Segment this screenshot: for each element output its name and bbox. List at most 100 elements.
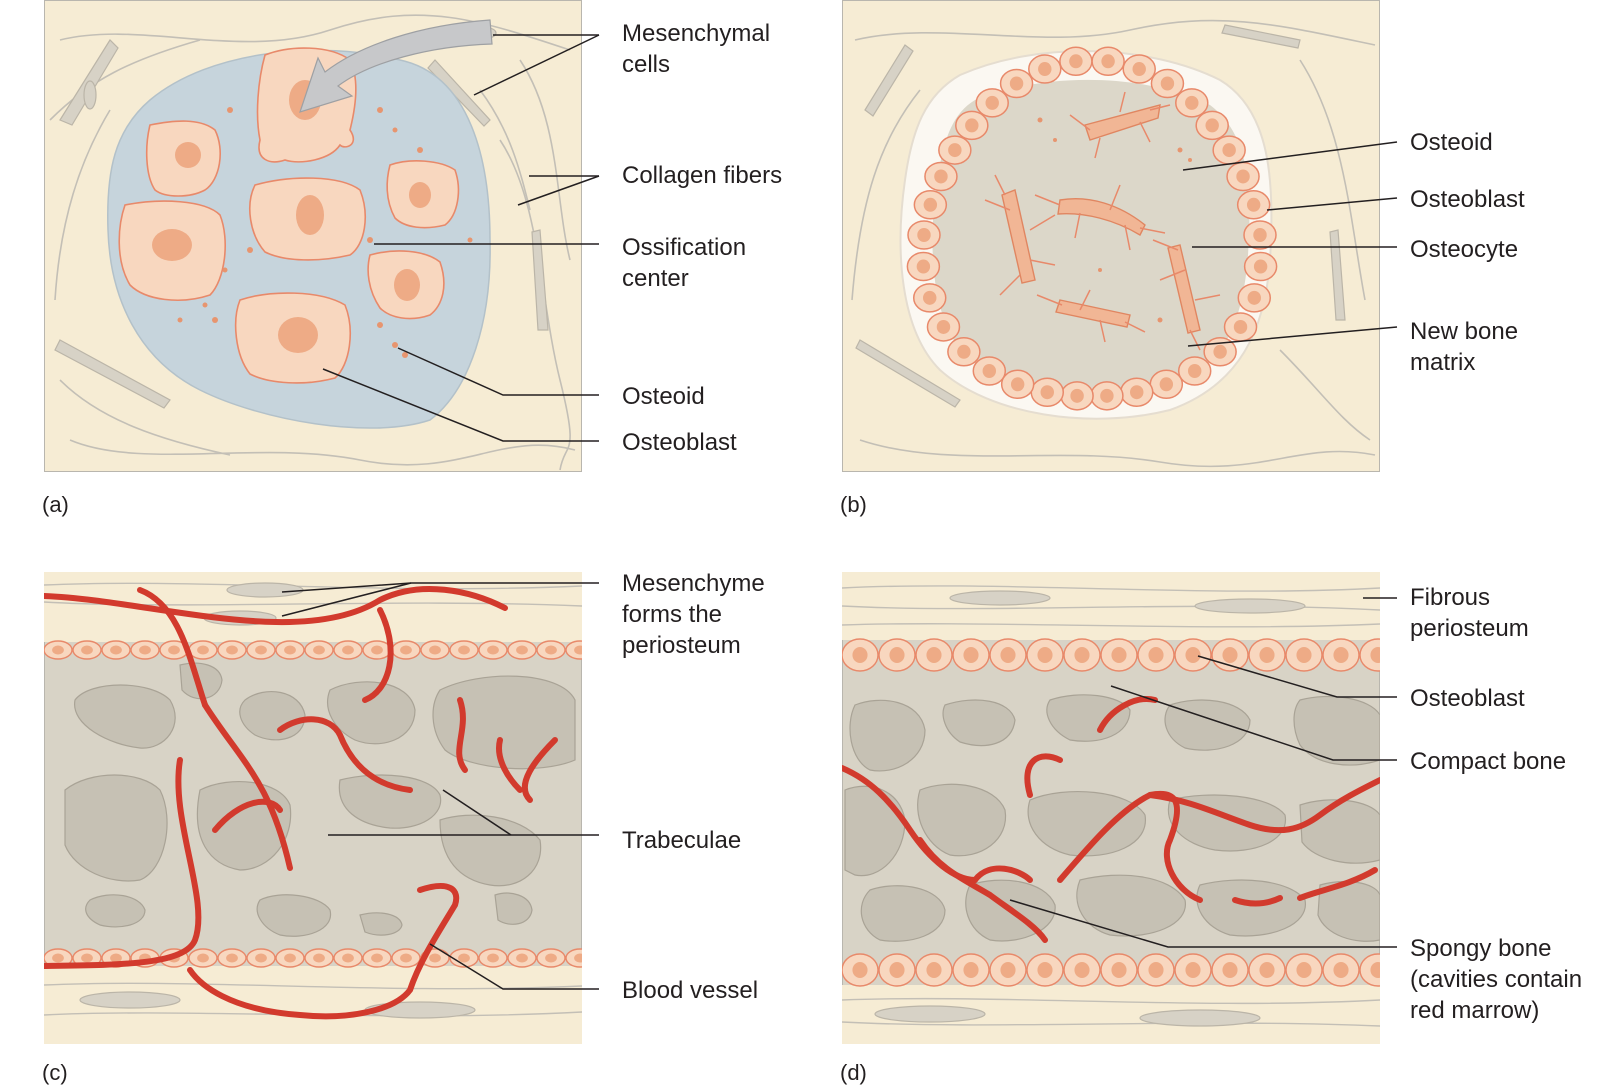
panel-d-illustration [842, 572, 1380, 1044]
osteoblast-nucleus [917, 228, 931, 242]
spongy-bone-cavities-d [844, 694, 1380, 942]
osteoblast-nucleus [957, 344, 971, 359]
blood-vessels-c [44, 586, 558, 1020]
osteoblast-nucleus [1213, 344, 1227, 359]
label-mesenchymal-cells: Mesenchymal cells [622, 20, 771, 78]
osteoblast-nucleus [1069, 54, 1083, 69]
new-bone-matrix-region [932, 79, 1250, 395]
collagen-fibers [49, 14, 576, 471]
osteoblast-nucleus [255, 953, 267, 963]
osteoblast-nucleus [574, 953, 582, 963]
osteoblast-nucleus [1111, 647, 1127, 663]
osteoblast-nucleus [1222, 962, 1238, 978]
osteoblast-nucleus [371, 953, 383, 963]
osteoblast-nucleus [982, 364, 997, 379]
mesenchymal-cell-shapes-b [855, 24, 1346, 408]
osteoblast-nucleus [1253, 228, 1267, 242]
panel-c-letter: (c) [42, 1060, 68, 1085]
label-collagen-fibers: Collagen fibers [622, 162, 783, 189]
panel-a-illustration [44, 0, 582, 472]
osteoblast-nucleus [1100, 388, 1114, 403]
osteoblast-nucleus [429, 645, 441, 655]
osteoblast-nucleus [923, 290, 937, 305]
osteoblast-nucleus [1187, 364, 1202, 379]
label-osteoblast-d: Osteoblast [1410, 685, 1525, 712]
osteoblast-nucleus [1101, 54, 1115, 69]
osteoblast-nucleus [487, 953, 499, 963]
osteoblast-nucleus [516, 953, 528, 963]
osteoblast-nucleus [1074, 647, 1090, 663]
collagen-fibers-b [851, 19, 1376, 468]
osteoblast-nucleus [458, 645, 470, 655]
osteoblast-nucleus [52, 953, 64, 963]
osteoid-particles-b [1037, 117, 1192, 323]
osteoblast-nucleus [1185, 95, 1199, 110]
osteoblast-nucleus [934, 169, 948, 184]
osteoblast-nucleus [1185, 647, 1201, 663]
label-osteoblast-a: Osteoblast [622, 429, 737, 456]
osteoblast-nucleus [889, 647, 905, 663]
osteoblast-nucleus [948, 143, 962, 158]
panel-d-leaders [1009, 597, 1397, 948]
osteoblast-nucleus [1246, 197, 1261, 212]
osteoblast-row-top-c [44, 640, 582, 660]
panel-b-illustration [842, 0, 1380, 472]
panel-b-leaders [1182, 141, 1398, 347]
osteoblast-nucleus [342, 645, 354, 655]
osteoblast-nucleus [1159, 377, 1174, 392]
osteoblast-nucleus [926, 647, 942, 663]
osteoblast-nucleus [168, 645, 180, 655]
osteoblast-nucleus [52, 645, 64, 655]
osteoblast-nucleus [197, 645, 209, 655]
osteoblast-nucleus [852, 647, 868, 663]
panel-a-letter: (a) [42, 492, 69, 517]
osteoblast-nucleus [81, 645, 93, 655]
osteoblast-nucleus [1070, 388, 1084, 403]
osteoblast-row-bottom-d [842, 953, 1380, 987]
osteoblast-nucleus [226, 953, 238, 963]
osteoblast-nucleus [284, 953, 296, 963]
osteoblast-nucleus [400, 953, 412, 963]
osteocytes [1001, 104, 1201, 334]
osteocyte-processes [984, 91, 1221, 351]
panel-c-leaders [281, 582, 599, 990]
osteoblast-nucleus [1296, 962, 1312, 978]
osteoblast-nucleus [1010, 377, 1025, 392]
osteoblast-nucleus [400, 645, 412, 655]
label-new-bone-matrix: New bone matrix [1410, 318, 1519, 376]
osteoblast-nucleus [1000, 962, 1016, 978]
osteoblast-nucleus [1247, 290, 1261, 305]
osteoblast-nucleus [923, 197, 938, 212]
osteoblast-cell [1359, 638, 1380, 672]
osteoblast-nucleus [110, 953, 122, 963]
osteoblast-ring [906, 46, 1278, 411]
osteoblast-nucleus [1130, 385, 1144, 400]
label-spongy-bone: Spongy bone (cavities contain red marrow… [1410, 935, 1583, 1024]
osteoblast-nucleus [1148, 647, 1164, 663]
osteoblast-nucleus [1253, 259, 1268, 274]
osteoblast-nucleus [1038, 62, 1052, 77]
panel-b-letter: (b) [840, 492, 867, 517]
osteoblast-nucleus [110, 645, 122, 655]
osteoblast-nucleus [1040, 385, 1054, 400]
osteoblast-nucleus [545, 645, 557, 655]
osteoblast-nucleus [965, 118, 979, 133]
blood-vessels-d [842, 696, 1380, 943]
osteoblast-nucleus [371, 645, 383, 655]
osteoblast-nucleus [1233, 319, 1248, 334]
osteoblast-nucleus [1222, 143, 1236, 158]
osteoblast-nucleus [1111, 962, 1127, 978]
osteoblast-nucleus [197, 953, 209, 963]
osteoblast-cell [565, 948, 582, 968]
osteoblast-nucleus [1296, 647, 1312, 663]
osteoblast-row-top-d [842, 638, 1380, 672]
osteoblast-cell [1359, 953, 1380, 987]
label-blood-vessel: Blood vessel [622, 977, 759, 1004]
label-osteoid-b: Osteoid [1410, 129, 1493, 156]
osteoblast-nucleus [1259, 962, 1275, 978]
osteoblast-cell [565, 640, 582, 660]
osteoblast-nucleus [545, 953, 557, 963]
osteoblast-nucleus [516, 645, 528, 655]
panel-c-illustration [44, 572, 582, 1044]
